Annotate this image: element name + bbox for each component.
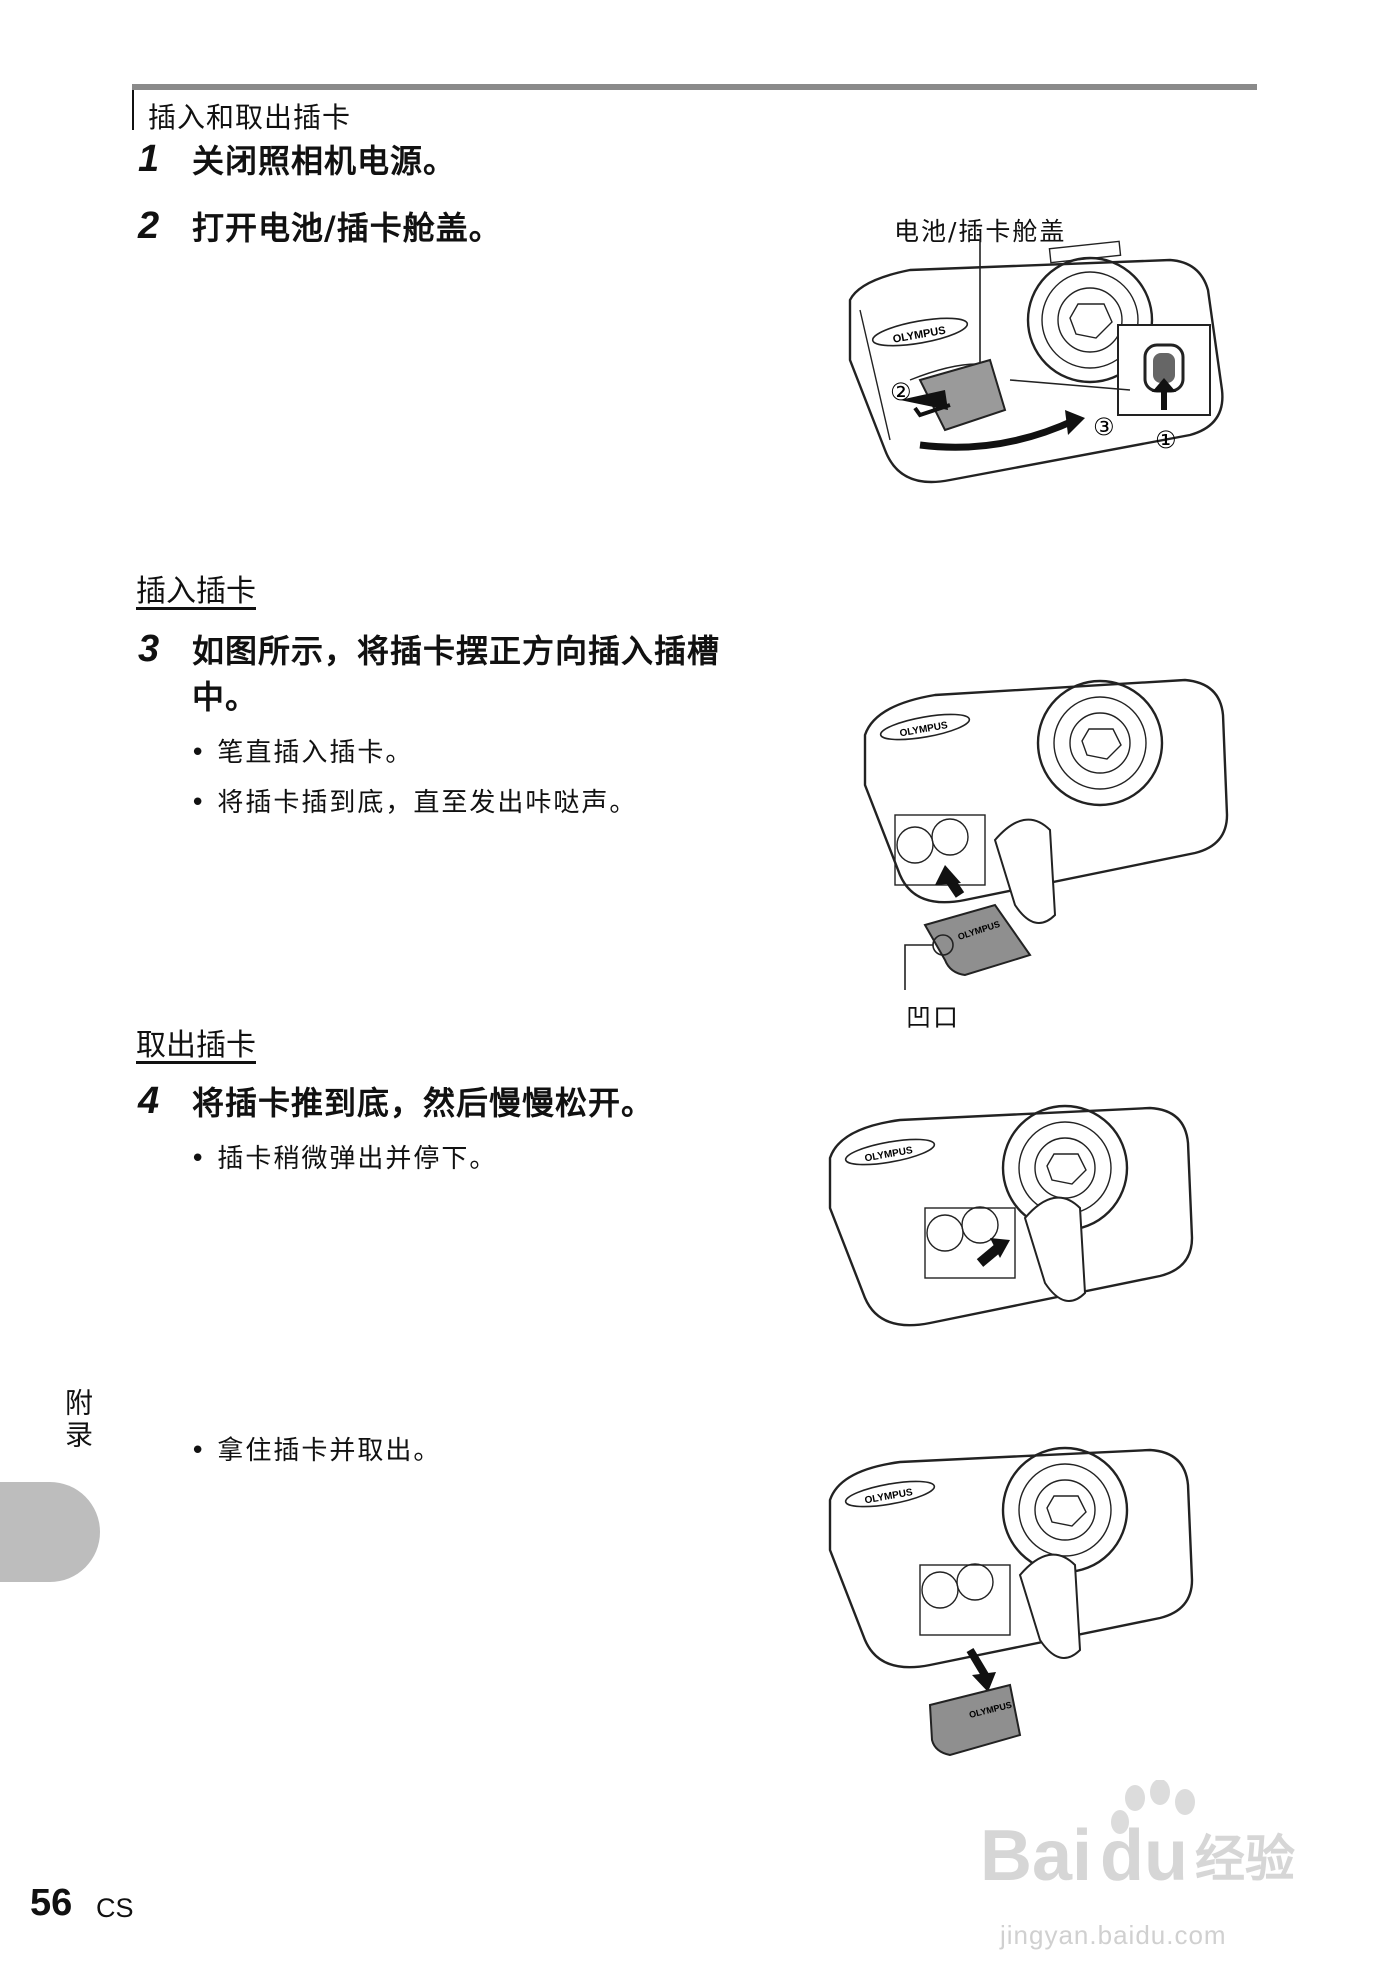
camera-body <box>848 258 1224 484</box>
final-bullet: 拿住插卡并取出。 <box>190 1430 441 1467</box>
svg-text:经验: 经验 <box>1195 1830 1295 1888</box>
step-4-text: 将插卡推到底，然后慢慢松开。 <box>192 1084 655 1122</box>
memory-card: OLYMPUS <box>923 903 1032 977</box>
marker-2: ② <box>890 378 912 406</box>
marker-1: ① <box>1155 426 1177 454</box>
step-4-number: 4 <box>138 1080 160 1122</box>
battery-compartment <box>894 814 986 886</box>
step-4-bullet-1: 插卡稍微弹出并停下。 <box>190 1138 497 1175</box>
step-1-text: 关闭照相机电源。 <box>192 142 457 180</box>
step-2-number: 2 <box>138 205 160 247</box>
page-number: 56 <box>30 1882 73 1924</box>
battery-cover <box>918 358 1007 432</box>
watermark-url: jingyan.baidu.com <box>1000 1920 1227 1950</box>
svg-text:du: du <box>1100 1816 1188 1896</box>
subsection-insert-heading: 插入插卡 <box>136 574 256 609</box>
appendix-side-label: 附录 <box>61 1388 94 1452</box>
olympus-logo: OLYMPUS <box>879 713 971 741</box>
marker-3: ③ <box>1093 413 1115 441</box>
baidu-watermark-logo: Bai du 经验 <box>980 1780 1295 1896</box>
olympus-logo: OLYMPUS <box>871 317 969 347</box>
step-3-text-line2: 中。 <box>192 678 259 716</box>
notch-caption: 凹口 <box>906 1003 961 1032</box>
page-language: CS <box>96 1893 134 1923</box>
header-rule <box>132 84 1257 90</box>
insert-arrow <box>935 865 961 885</box>
step-2-text: 打开电池/插卡舱盖。 <box>192 209 502 247</box>
slide-arrow <box>913 403 951 418</box>
lock-detail-inset <box>1009 324 1211 416</box>
camera-insert-card-illustration: OLYMPUS OLYMPUS <box>863 678 1229 990</box>
remove-arrow <box>966 1647 989 1678</box>
open-arrow <box>919 416 1077 451</box>
step-3-number: 3 <box>138 628 160 670</box>
step-1-number: 1 <box>138 138 160 180</box>
camera-push-card-illustration: OLYMPUS <box>828 1104 1194 1327</box>
camera-open-cover-illustration: OLYMPUS ② ③ ① <box>848 240 1224 484</box>
lens-shutter <box>1069 303 1113 339</box>
camera-remove-card-illustration: OLYMPUS OLYMPUS <box>828 1446 1194 1757</box>
notch-callout-line <box>904 944 933 990</box>
open-cover <box>993 818 1057 924</box>
olympus-logo: OLYMPUS <box>844 1138 936 1166</box>
step-3-bullet-1: 笔直插入插卡。 <box>190 732 413 769</box>
subsection-remove-heading: 取出插卡 <box>136 1028 256 1063</box>
section-title: 插入和取出插卡 <box>148 101 352 134</box>
flash <box>1048 240 1122 264</box>
header-left-rule <box>132 90 134 130</box>
appendix-side-tab <box>0 1482 100 1582</box>
memory-card: OLYMPUS <box>928 1683 1022 1757</box>
push-arrow <box>976 1244 1002 1267</box>
step-3-bullet-2: 将插卡插到底，直至发出咔哒声。 <box>190 782 637 819</box>
step-3-text-line1: 如图所示，将插卡摆正方向插入插槽 <box>192 632 721 670</box>
olympus-logo: OLYMPUS <box>844 1480 936 1508</box>
svg-text:Bai: Bai <box>980 1816 1092 1896</box>
